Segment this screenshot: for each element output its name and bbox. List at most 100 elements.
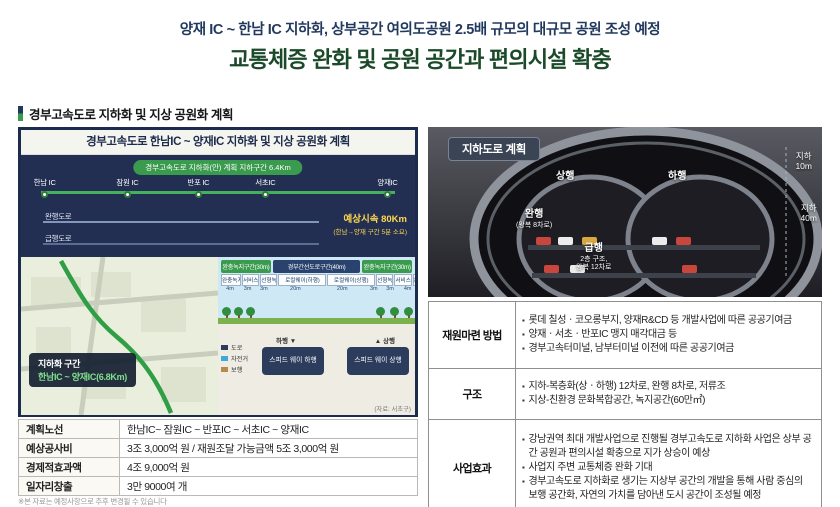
- station-dot-icon: [383, 191, 391, 198]
- sub-zone-label: 로컬웨이(하행): [278, 274, 327, 286]
- depth-value: 10m: [795, 161, 812, 172]
- row-value: 롯데 칠성ㆍ코오롱부지, 양재R&CD 등 개발사업에 따른 공공기여금 양재ㆍ…: [515, 301, 822, 369]
- sub-zone-label: 완충녹지: [412, 274, 415, 286]
- table-row: 재원마련 방법 롯데 칠성ㆍ코오롱부지, 양재R&CD 등 개발사업에 따른 공…: [428, 301, 822, 369]
- tunnel-up-label: 상행: [556, 171, 575, 182]
- cross-section-legend: 도로 자전거 보행: [221, 343, 248, 376]
- sub-zone-width: 3m: [243, 286, 252, 292]
- left-panel-title: 경부고속도로 한남IC ~ 양재IC 지하화 및 지상 공원화 계획: [21, 130, 415, 155]
- row-label: 사업효과: [428, 419, 516, 507]
- zone-label: 완충녹지구간(30m): [221, 260, 271, 273]
- station-hannam: 한남 IC: [34, 177, 56, 198]
- footnote: ※본 자료는 예정사항으로 추후 변경될 수 있습니다: [18, 497, 167, 506]
- sub-zone-label: 서비스: [241, 274, 260, 286]
- station-label: 양재IC: [377, 178, 398, 187]
- bullet-item: 지상-친환경 문화복합공간, 녹지공간(60만㎡): [522, 394, 813, 408]
- fast-lane-sub1: 2층 구조,: [580, 255, 608, 263]
- row-label: 구조: [428, 368, 516, 420]
- tunnel-illustration: [469, 127, 822, 297]
- bullet-item: 사업지 주변 교통체증 완화 기대: [522, 461, 813, 475]
- route-banner: 경부고속도로 지하화(안) 계획 지하구간 6.4Km: [133, 160, 303, 175]
- sub-zone-width-row: 4m 3m 3m 20m 20m 3m 3m 4m: [221, 286, 412, 292]
- map-label-line2: 한남IC ~ 양재IC(6.8Km): [38, 372, 127, 382]
- row-value: 한남IC~ 잠원IC ~ 반포IC ~ 서초IC ~ 양재IC: [119, 419, 418, 439]
- direction-up-label: ▲ 상행: [374, 338, 395, 345]
- project-summary-table: 계획노선 한남IC~ 잠원IC ~ 반포IC ~ 서초IC ~ 양재IC 예상공…: [18, 419, 418, 496]
- legend-label: 도로: [231, 345, 243, 352]
- station-seocho: 서초IC: [255, 177, 276, 198]
- row-label: 예상공사비: [18, 438, 120, 458]
- depth-value: 40m: [800, 213, 817, 224]
- sub-zone-width: 3m: [369, 286, 378, 292]
- underground-road-illustration: 지하도로 계획 상행 하행 지하 10m 지하 40m 완행 (왕복 8차로) …: [428, 127, 822, 297]
- lane-line-fast: [43, 243, 319, 245]
- project-detail-table: 재원마련 방법 롯데 칠성ㆍ코오롱부지, 양재R&CD 등 개발사업에 따른 공…: [428, 301, 822, 507]
- tree-icon: [390, 307, 399, 319]
- speed-main: 예상시속 80Km: [343, 214, 407, 225]
- lane-label-fast: 급행도로: [45, 234, 72, 243]
- tree-icon: [246, 307, 255, 319]
- station-banpo: 반포 IC: [187, 177, 210, 198]
- fast-lane-label: 급행 2층 구조, 왕복 12차로: [576, 243, 612, 273]
- sub-zone-label: 로컬웨이(상행): [327, 274, 376, 286]
- speedway-up-box: 스피드 웨이 상행: [347, 347, 409, 375]
- map-illustration: [21, 257, 218, 415]
- section-header: 경부고속도로 지하화 및 지상 공원화 계획: [18, 104, 233, 123]
- tree-icon: [404, 307, 413, 319]
- table-row: 예상공사비 3조 3,000억 원 / 재원조달 가능금액 5조 3,000억 …: [18, 438, 418, 458]
- legend-label: 보행: [231, 367, 243, 374]
- depth-word: 지하: [795, 151, 812, 161]
- route-line: [41, 191, 395, 194]
- cross-section-diagram: 완충녹지구간(30m) 경부간선도로구간(40m) 완충녹지구간(30m) 완충…: [218, 257, 415, 415]
- road-chip-icon: [221, 345, 228, 350]
- section-bar-icon: [18, 106, 23, 121]
- station-dot-icon: [194, 191, 202, 198]
- tunnel-down-label: 하행: [668, 171, 687, 182]
- station-yangjae: 양재IC: [377, 177, 398, 198]
- legend-label: 자전거: [231, 356, 249, 363]
- sub-zone-width: 20m: [336, 286, 348, 292]
- table-row: 사업효과 강남권역 최대 개발사업으로 진행될 경부고속도로 지하화 사업은 상…: [428, 419, 822, 507]
- station-dot-icon: [261, 191, 269, 198]
- slow-lane-title: 완행: [524, 209, 544, 220]
- row-value: 3만 9000여 개: [119, 476, 418, 496]
- row-label: 일자리창출: [18, 476, 120, 496]
- bullet-item: 롯데 칠성ㆍ코오롱부지, 양재R&CD 등 개발사업에 따른 공공기여금: [522, 314, 813, 328]
- slow-lane-label: 완행 (왕복 8차로): [516, 209, 552, 230]
- left-plan-panel: 경부고속도로 한남IC ~ 양재IC 지하화 및 지상 공원화 계획 경부고속도…: [18, 127, 418, 417]
- bullet-item: 양재ㆍ서초ㆍ반포IC 맹지 매각대금 등: [522, 328, 813, 342]
- section-title: 경부고속도로 지하화 및 지상 공원화 계획: [29, 108, 234, 122]
- speed-note: 예상시속 80Km (한남→양재 구간 5분 소요): [333, 211, 407, 236]
- fast-lane-title: 급행: [584, 243, 603, 254]
- sub-zone-label: 서비스: [394, 274, 412, 286]
- station-label: 잠원 IC: [116, 178, 139, 187]
- route-diagram: 경부고속도로 지하화(안) 계획 지하구간 6.4Km 한남 IC 잠원 IC …: [21, 155, 415, 257]
- bullet-item: 경부고속터미널, 남부터미널 이전에 따른 공공기여금: [522, 342, 813, 356]
- zone-label: 경부간선도로구간(40m): [272, 260, 361, 273]
- table-row: 경제적효과액 4조 9,000억 원: [18, 457, 418, 477]
- sub-zone-width: 3m: [386, 286, 394, 292]
- lane-label-slow: 완행도로: [45, 212, 72, 221]
- direction-down-label: 하행 ▼: [276, 338, 297, 345]
- speed-sub: (한남→양재 구간 5분 소요): [333, 229, 407, 236]
- bullet-item: 지하-복층화(상ㆍ하행) 12차로, 완행 8차로, 저류조: [522, 380, 813, 394]
- legend-item: 자전거: [221, 354, 248, 363]
- station-dot-icon: [123, 191, 131, 198]
- source-credit: (자료: 서초구): [374, 406, 411, 413]
- tree-icon: [234, 307, 243, 319]
- table-row: 계획노선 한남IC~ 잠원IC ~ 반포IC ~ 서초IC ~ 양재IC: [18, 419, 418, 439]
- table-row: 일자리창출 3만 9000여 개: [18, 476, 418, 496]
- page-title-line2: 교통체증 완화 및 공원 공간과 편의시설 확충: [229, 47, 612, 72]
- legend-item: 도로: [221, 343, 248, 352]
- speedway-down-box: 스피드 웨이 하행: [262, 347, 324, 375]
- tree-icon: [222, 307, 231, 319]
- sub-zone-label: 선형녹지: [376, 274, 394, 286]
- row-value: 강남권역 최대 개발사업으로 진행될 경부고속도로 지하화 사업은 상부 공간 …: [515, 419, 822, 507]
- station-label: 서초IC: [255, 178, 276, 187]
- slow-lane-sub: (왕복 8차로): [516, 221, 553, 229]
- row-value: 3조 3,000억 원 / 재원조달 가능금액 5조 3,000억 원: [119, 438, 418, 458]
- row-label: 경제적효과액: [18, 457, 120, 477]
- station-dot-icon: [41, 191, 49, 198]
- sub-zone-width: 4m: [226, 286, 234, 292]
